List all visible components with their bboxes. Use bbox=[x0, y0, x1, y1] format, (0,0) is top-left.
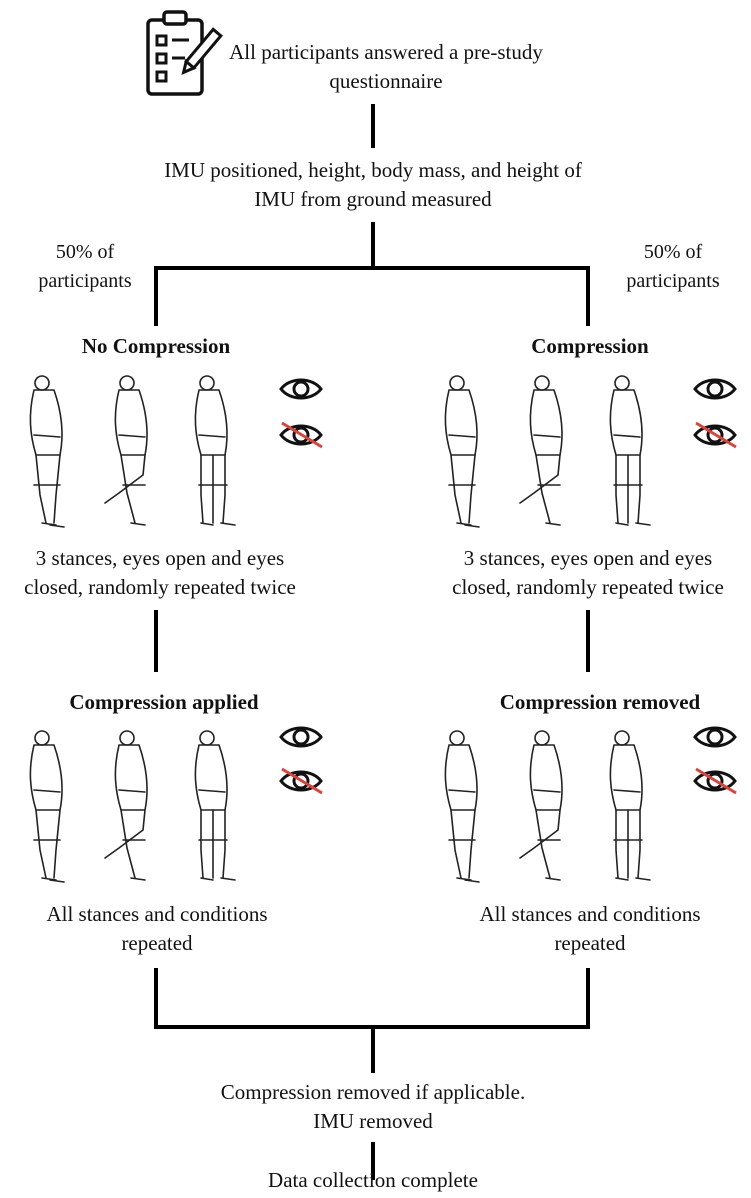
connector-line bbox=[371, 222, 375, 268]
stance-figure-3 bbox=[194, 375, 236, 526]
connector-line bbox=[371, 1142, 375, 1180]
stance-figure-3 bbox=[609, 730, 651, 881]
final-removal-step: Compression removed if applicable. IMU r… bbox=[220, 1080, 526, 1133]
questionnaire-step: All participants answered a pre-study qu… bbox=[229, 40, 543, 93]
eye-open-icon bbox=[279, 378, 323, 400]
compression-applied-heading: Compression applied bbox=[69, 690, 259, 714]
eye-closed-icon bbox=[279, 767, 323, 795]
eye-open-icon bbox=[693, 726, 737, 748]
stance-figure-2 bbox=[519, 375, 563, 526]
merge-left-line bbox=[154, 968, 158, 1028]
connector-line bbox=[371, 1025, 375, 1073]
stance-figure-3 bbox=[194, 730, 236, 881]
left-repeat-text: All stances and conditions repeated bbox=[46, 902, 268, 955]
clipboard-icon bbox=[146, 10, 223, 96]
compression-removed-heading: Compression removed bbox=[499, 690, 701, 714]
stance-figure-2 bbox=[104, 730, 148, 881]
eye-open-icon bbox=[693, 378, 737, 400]
connector-line bbox=[586, 610, 590, 672]
eye-closed-icon bbox=[693, 767, 737, 795]
connector-line bbox=[154, 610, 158, 672]
stance-figure-2 bbox=[104, 375, 148, 526]
stance-figure-1 bbox=[29, 375, 65, 528]
no-compression-heading: No Compression bbox=[81, 334, 231, 358]
stance-figure-1 bbox=[444, 730, 480, 883]
compression-heading: Compression bbox=[531, 334, 649, 358]
stance-figure-3 bbox=[609, 375, 651, 526]
complete-step: Data collection complete bbox=[268, 1168, 478, 1192]
split-line bbox=[154, 266, 590, 270]
split-right-label: 50% of participants bbox=[626, 241, 720, 292]
stance-figures bbox=[20, 730, 265, 890]
right-protocol-text: 3 stances, eyes open and eyes closed, ra… bbox=[452, 546, 724, 599]
split-left-label: 50% of participants bbox=[38, 241, 132, 292]
left-protocol-text: 3 stances, eyes open and eyes closed, ra… bbox=[24, 546, 296, 599]
branch-right-line bbox=[586, 266, 590, 326]
stance-figure-2 bbox=[519, 730, 563, 881]
connector-line bbox=[371, 104, 375, 148]
stance-figures bbox=[435, 730, 680, 890]
eye-closed-icon bbox=[693, 421, 737, 449]
eye-open-icon bbox=[279, 726, 323, 748]
stance-figure-1 bbox=[29, 730, 65, 883]
stance-figure-1 bbox=[444, 375, 480, 528]
branch-left-line bbox=[154, 266, 158, 326]
imu-setup-step: IMU positioned, height, body mass, and h… bbox=[164, 158, 582, 211]
stance-figures bbox=[20, 375, 265, 535]
eye-closed-icon bbox=[279, 421, 323, 449]
stance-figures bbox=[435, 375, 680, 535]
merge-right-line bbox=[586, 968, 590, 1028]
right-repeat-text: All stances and conditions repeated bbox=[479, 902, 701, 955]
